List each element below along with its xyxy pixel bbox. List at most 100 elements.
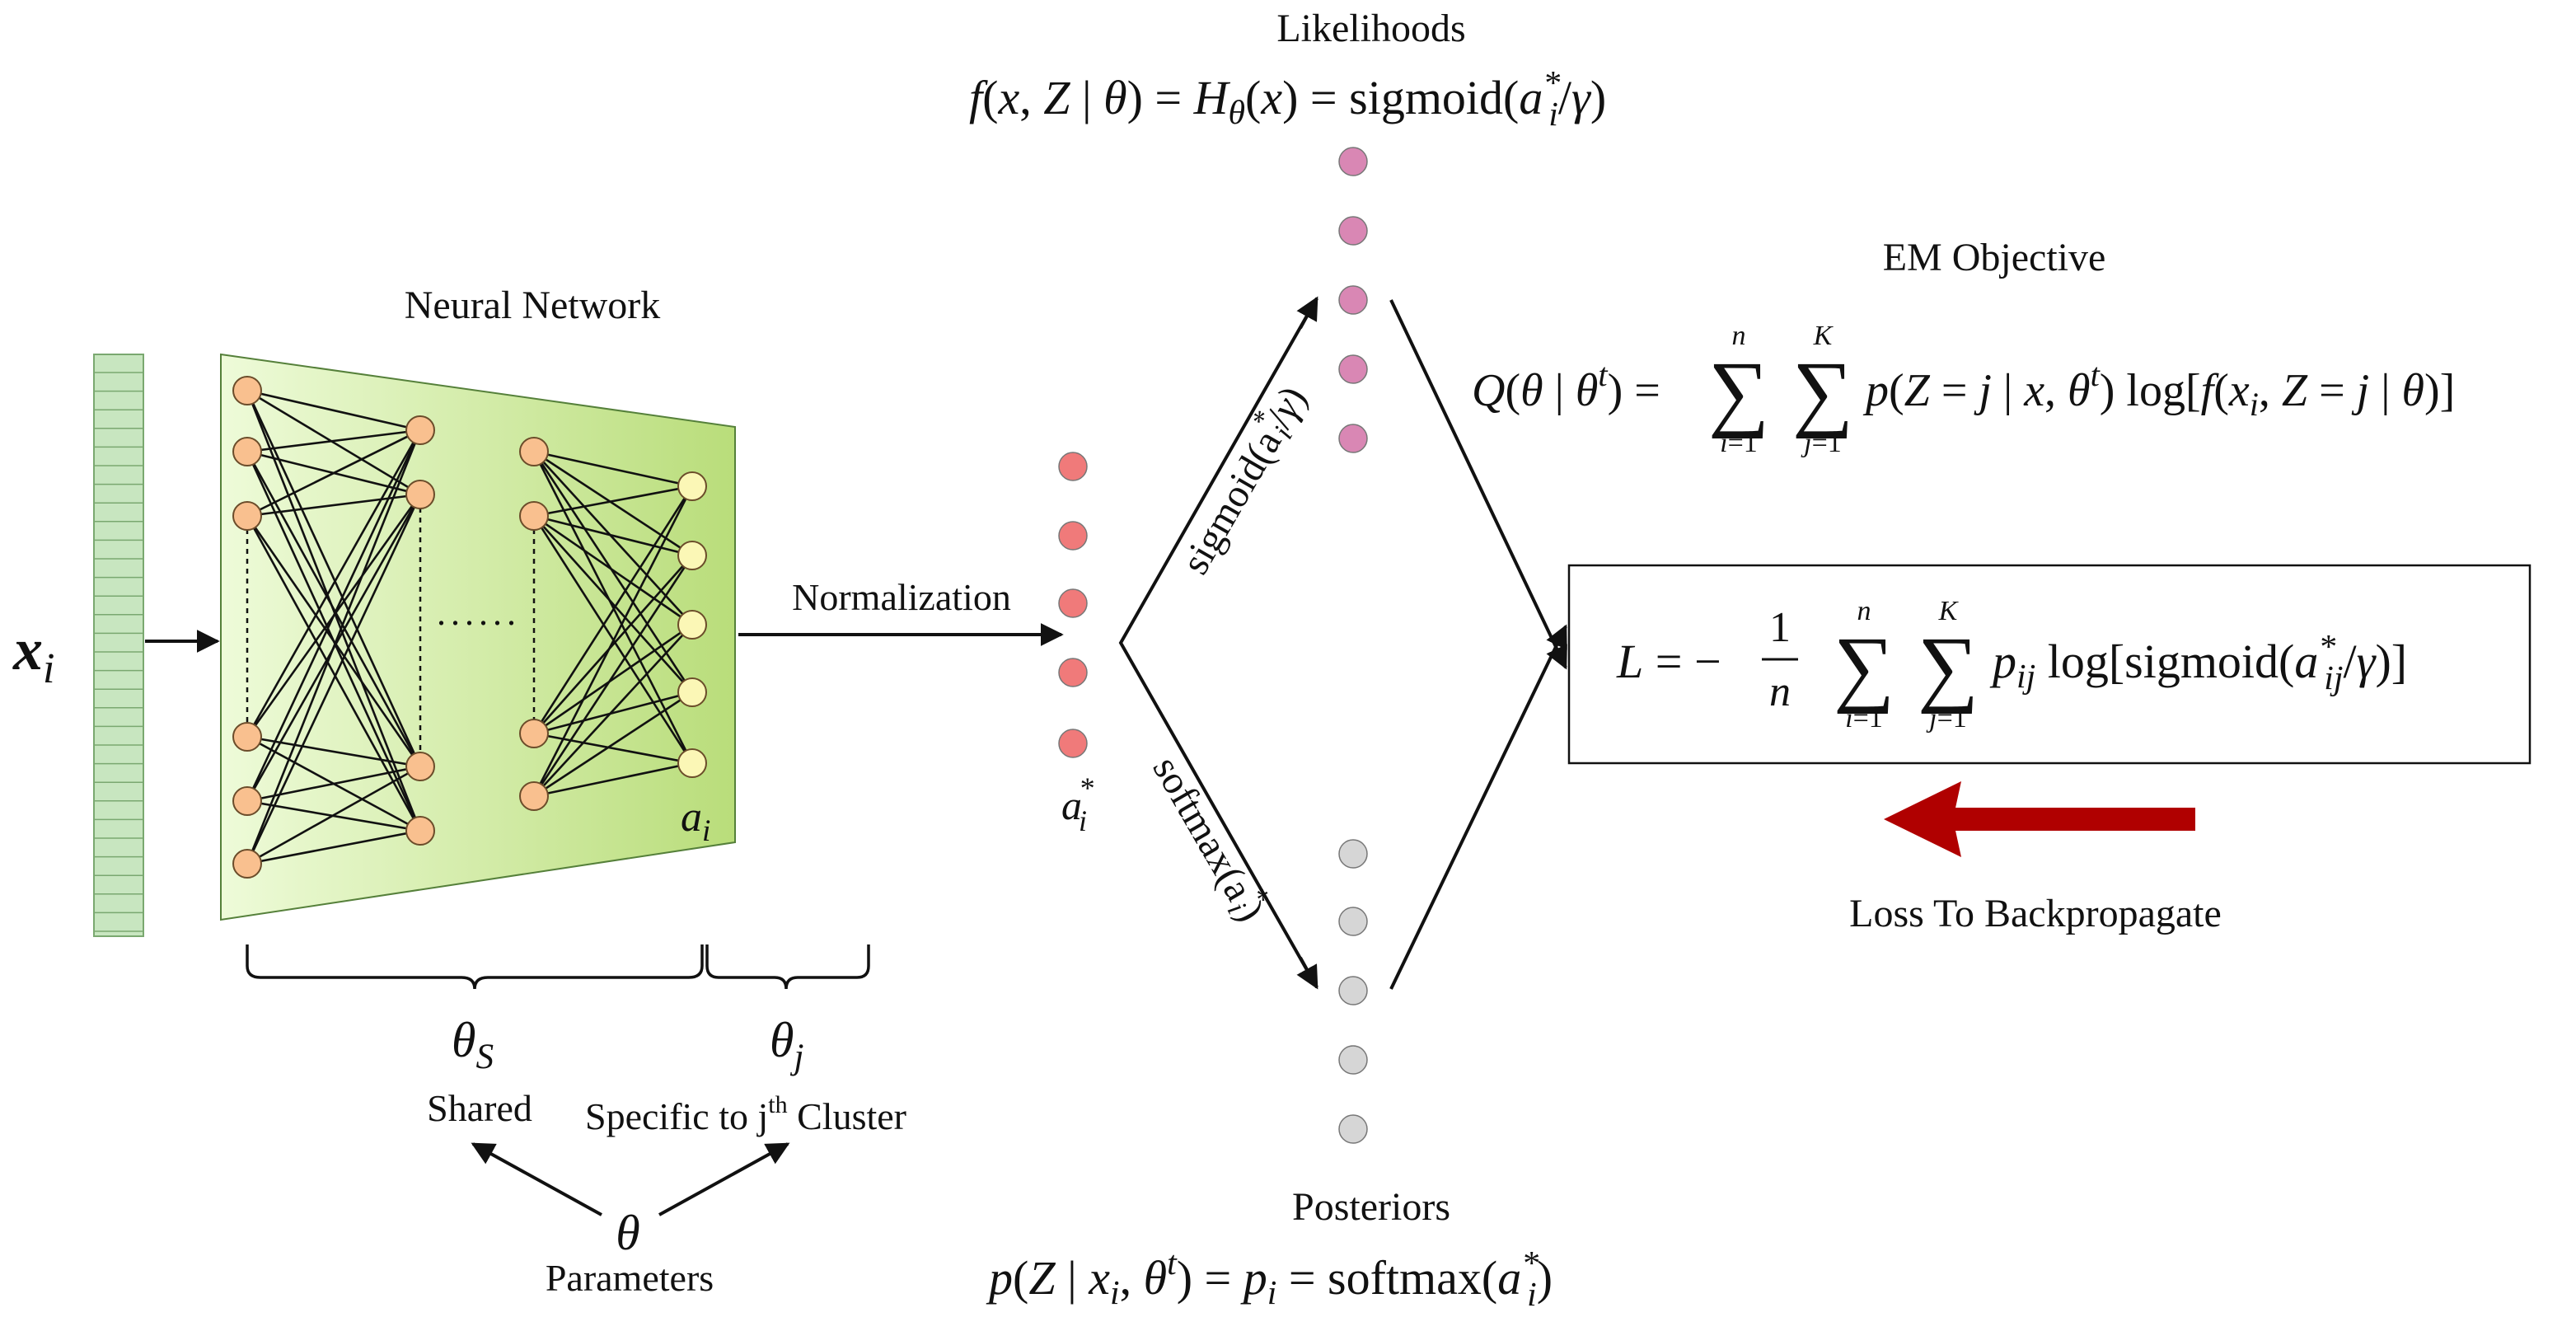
network-edge	[533, 555, 693, 734]
svg-text:i=1: i=1	[1845, 703, 1883, 733]
loss-box	[1567, 564, 2532, 765]
network-node	[519, 781, 549, 811]
normalized-dot	[1058, 588, 1088, 618]
network-node	[232, 437, 262, 466]
likelihoods-title: Likelihoods	[1276, 7, 1465, 50]
network-edge	[246, 494, 422, 865]
network-node	[519, 719, 549, 748]
network-edge	[533, 485, 693, 518]
network-edge	[246, 515, 422, 767]
normalized-dot	[1058, 452, 1088, 481]
theta-specific-symbol: θj	[770, 1013, 803, 1076]
em-objective-title: EM Objective	[1883, 236, 2106, 279]
normalized-dot	[1058, 521, 1088, 551]
svg-text:∑: ∑	[1708, 344, 1769, 439]
network-edge	[532, 555, 694, 797]
network-node	[232, 849, 262, 879]
network-node	[405, 415, 435, 445]
network-node	[519, 501, 549, 531]
svg-text:∑: ∑	[1792, 344, 1853, 439]
likelihood-dot	[1338, 147, 1368, 176]
network-edge	[532, 485, 694, 734]
network-edge	[246, 515, 422, 832]
network-node	[405, 480, 435, 509]
network-node	[677, 610, 707, 640]
svg-text:K: K	[1813, 321, 1834, 351]
svg-text:n: n	[1769, 668, 1791, 715]
normalization-label: Normalization	[792, 576, 1011, 618]
softmax-edge-label: softmax(a*i)	[1140, 745, 1280, 930]
network-edge	[533, 450, 693, 488]
posteriors-formula: p(Z | xi, θt) = pi = softmax(a*i)	[986, 1244, 1553, 1314]
network-edge	[246, 390, 422, 767]
network-edge	[246, 429, 422, 865]
specific-label: Specific to jth Cluster	[585, 1091, 906, 1137]
network-edges	[246, 389, 694, 865]
network-title: Neural Network	[405, 284, 661, 327]
sigmoid-edge-label: sigmoid(a*i/γ)	[1166, 375, 1318, 584]
normalized-output-label: a*i	[1061, 771, 1094, 837]
network-body	[220, 353, 736, 921]
input-vector-cells	[94, 372, 143, 932]
likelihood-dot	[1338, 424, 1368, 453]
shared-params-brace	[246, 944, 704, 990]
network-edge	[246, 389, 421, 496]
svg-text:L = −: L = −	[1616, 635, 1721, 688]
svg-text:∑: ∑	[1918, 620, 1979, 715]
network-edge	[533, 515, 693, 693]
normalized-dot	[1058, 729, 1088, 758]
softmax-arrowhead	[1296, 957, 1318, 990]
branch-lines	[1118, 298, 1318, 988]
network-node	[677, 471, 707, 501]
likelihood-dot	[1338, 216, 1368, 246]
svg-text:∑: ∑	[1834, 620, 1895, 715]
posterior-dot	[1338, 839, 1368, 869]
loss-formula: L = − 1 n ∑ n i=1 ∑ K j=1 pij log[sigmoi…	[1616, 596, 2407, 733]
network-edge	[532, 485, 694, 797]
network-node	[232, 376, 262, 405]
sigmoid-arrowhead	[1296, 296, 1318, 329]
network-edge	[246, 429, 421, 518]
svg-text:j=1: j=1	[1926, 703, 1967, 733]
network-node	[677, 748, 707, 778]
posteriors-title: Posteriors	[1292, 1185, 1450, 1229]
network-edge	[532, 451, 694, 764]
network-edge	[533, 691, 693, 735]
network-edge	[246, 451, 422, 767]
input-vector	[93, 354, 144, 937]
network-dashed-lines	[246, 508, 536, 753]
network-node	[405, 752, 435, 781]
svg-text:p(Z = j | x, θt) log[f(xi, Z =: p(Z = j | x, θt) log[f(xi, Z = j | θ)]	[1862, 356, 2455, 423]
network-edge	[246, 429, 422, 802]
normalized-dot	[1058, 658, 1088, 687]
svg-text:pij log[sigmoid(a*ij/γ)]: pij log[sigmoid(a*ij/γ)]	[1989, 628, 2407, 697]
svg-text:1: 1	[1769, 604, 1791, 651]
svg-text:n: n	[1732, 321, 1746, 351]
network-edge	[246, 765, 421, 865]
svg-text:i=1: i=1	[1720, 428, 1758, 458]
parameters-label: Parameters	[546, 1257, 714, 1299]
svg-text:K: K	[1938, 596, 1960, 626]
likelihood-to-loss-arrow	[1389, 299, 1567, 670]
backprop-label: Loss To Backpropagate	[1849, 892, 2222, 935]
svg-text:Q(θ | θt) =: Q(θ | θt) =	[1472, 356, 1660, 416]
network-edge	[246, 765, 421, 803]
backprop-arrow	[1884, 781, 2195, 857]
network-output-label: ai	[681, 794, 710, 848]
likelihood-dot	[1338, 285, 1368, 315]
network-node	[232, 786, 262, 816]
network-edge	[246, 493, 421, 518]
network-node	[232, 722, 262, 752]
network-node	[677, 677, 707, 707]
likelihoods-formula: f(x, Z | θ) = Hθ(x) = sigmoid(a*i/γ)	[969, 64, 1606, 134]
network-edge	[533, 514, 693, 557]
specific-params-brace	[705, 944, 870, 990]
network-edge	[246, 429, 421, 453]
network-edge	[533, 624, 693, 797]
theta-symbol: θ	[616, 1206, 639, 1260]
network-node	[405, 816, 435, 846]
network-edge	[246, 389, 421, 432]
shared-label: Shared	[427, 1087, 532, 1129]
hidden-ellipsis: ......	[437, 593, 521, 633]
